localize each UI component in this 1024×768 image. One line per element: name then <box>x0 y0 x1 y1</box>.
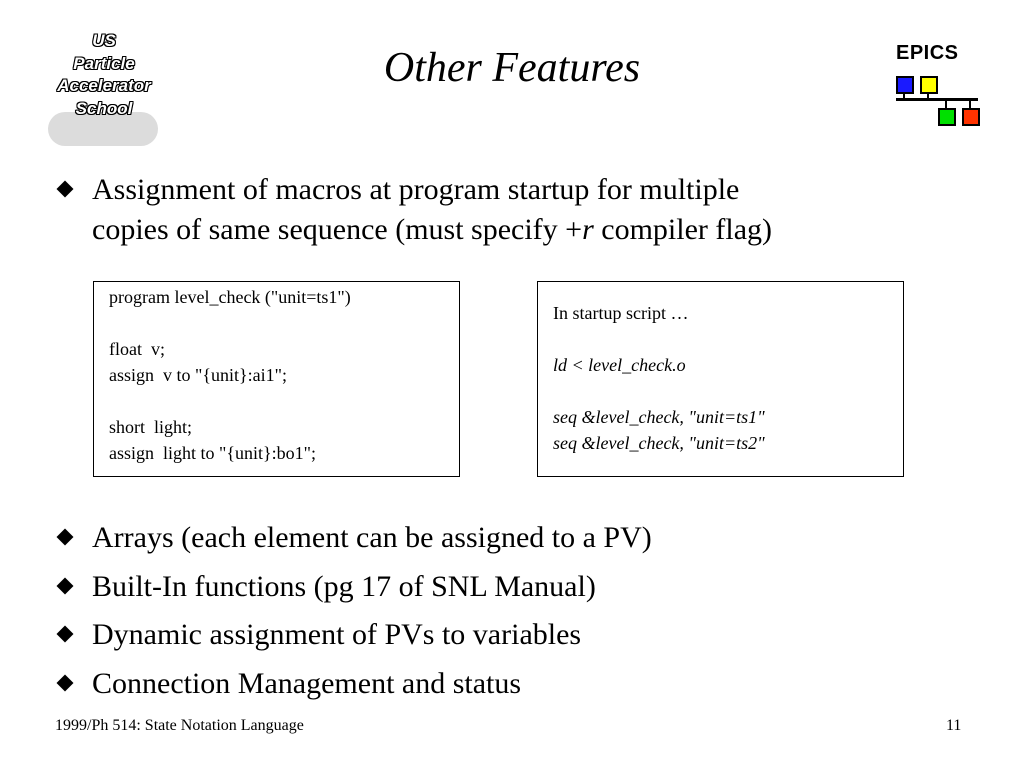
bullet-text: Built-In functions (pg 17 of SNL Manual) <box>92 569 596 603</box>
bullet-item: Arrays (each element can be assigned to … <box>55 518 955 558</box>
logo-backdrop <box>48 112 158 146</box>
bullet-text-flag: r <box>582 213 594 246</box>
code-line: assign v to "{unit}:ai1"; <box>109 365 287 385</box>
logo-line-particle: Particle <box>73 53 135 73</box>
logo-line-school: School <box>75 98 133 118</box>
code-blank-line <box>109 388 459 414</box>
bullet-list-bottom: Arrays (each element can be assigned to … <box>55 518 955 712</box>
bullet-item: Assignment of macros at program startup … <box>55 170 955 250</box>
logo-line-accelerator: Accelerator <box>57 76 151 95</box>
startup-seq-line: seq &level_check, "unit=ts2" <box>553 433 765 453</box>
code-line: program level_check ("unit=ts1") <box>109 287 351 307</box>
bullet-list-top: Assignment of macros at program startup … <box>55 170 955 250</box>
code-box-program: program level_check ("unit=ts1") float v… <box>93 281 460 477</box>
code-line: assign light to "{unit}:bo1"; <box>109 443 316 463</box>
network-bus-line <box>896 98 978 101</box>
diamond-bullet-icon <box>56 674 74 691</box>
uspas-logo: US Particle Accelerator School <box>46 30 162 148</box>
bullet-text-line1: Assignment of macros at program startup … <box>92 173 740 206</box>
page-number: 11 <box>946 717 962 734</box>
code-blank-line <box>553 326 903 352</box>
diamond-bullet-icon <box>56 577 74 594</box>
startup-heading: In startup script … <box>553 303 689 323</box>
bullet-item: Built-In functions (pg 17 of SNL Manual) <box>55 567 955 607</box>
code-line: float v; <box>109 339 165 359</box>
code-blank-line <box>553 378 903 404</box>
code-line: short light; <box>109 417 193 437</box>
bus-drop-red <box>969 100 971 108</box>
bus-drop-green <box>945 100 947 108</box>
bullet-text-line2-pre: copies of same sequence (must specify + <box>92 213 583 246</box>
startup-load-line: ld < level_check.o <box>553 355 686 375</box>
bullet-text: Dynamic assignment of PVs to variables <box>92 618 582 651</box>
bullet-text-line2-post: compiler flag) <box>593 213 773 246</box>
bullet-item: Dynamic assignment of PVs to variables <box>55 615 955 655</box>
code-box-startup-script: In startup script … ld < level_check.o s… <box>537 281 904 477</box>
bus-drop-yellow <box>927 92 929 99</box>
epics-label: EPICS <box>896 42 959 64</box>
bus-drop-blue <box>903 92 905 99</box>
footer-course: 1999/Ph 514: State Notation Language <box>55 717 304 734</box>
diamond-bullet-icon <box>56 625 74 643</box>
red-square-icon <box>962 108 980 126</box>
yellow-square-icon <box>920 76 938 94</box>
diamond-bullet-icon <box>56 180 74 198</box>
bullet-text: Arrays (each element can be assigned to … <box>92 521 652 554</box>
code-blank-line <box>109 310 459 336</box>
logo-text: US Particle Accelerator School <box>46 30 162 120</box>
startup-seq-line: seq &level_check, "unit=ts1" <box>553 407 765 427</box>
diamond-bullet-icon <box>56 528 74 546</box>
bullet-text: Connection Management and status <box>92 666 522 700</box>
blue-square-icon <box>896 76 914 94</box>
epics-logo: EPICS <box>890 42 990 132</box>
logo-line-us: US <box>92 31 116 50</box>
bullet-item: Connection Management and status <box>55 664 955 704</box>
green-square-icon <box>938 108 956 126</box>
slide-title: Other Features <box>383 45 641 91</box>
